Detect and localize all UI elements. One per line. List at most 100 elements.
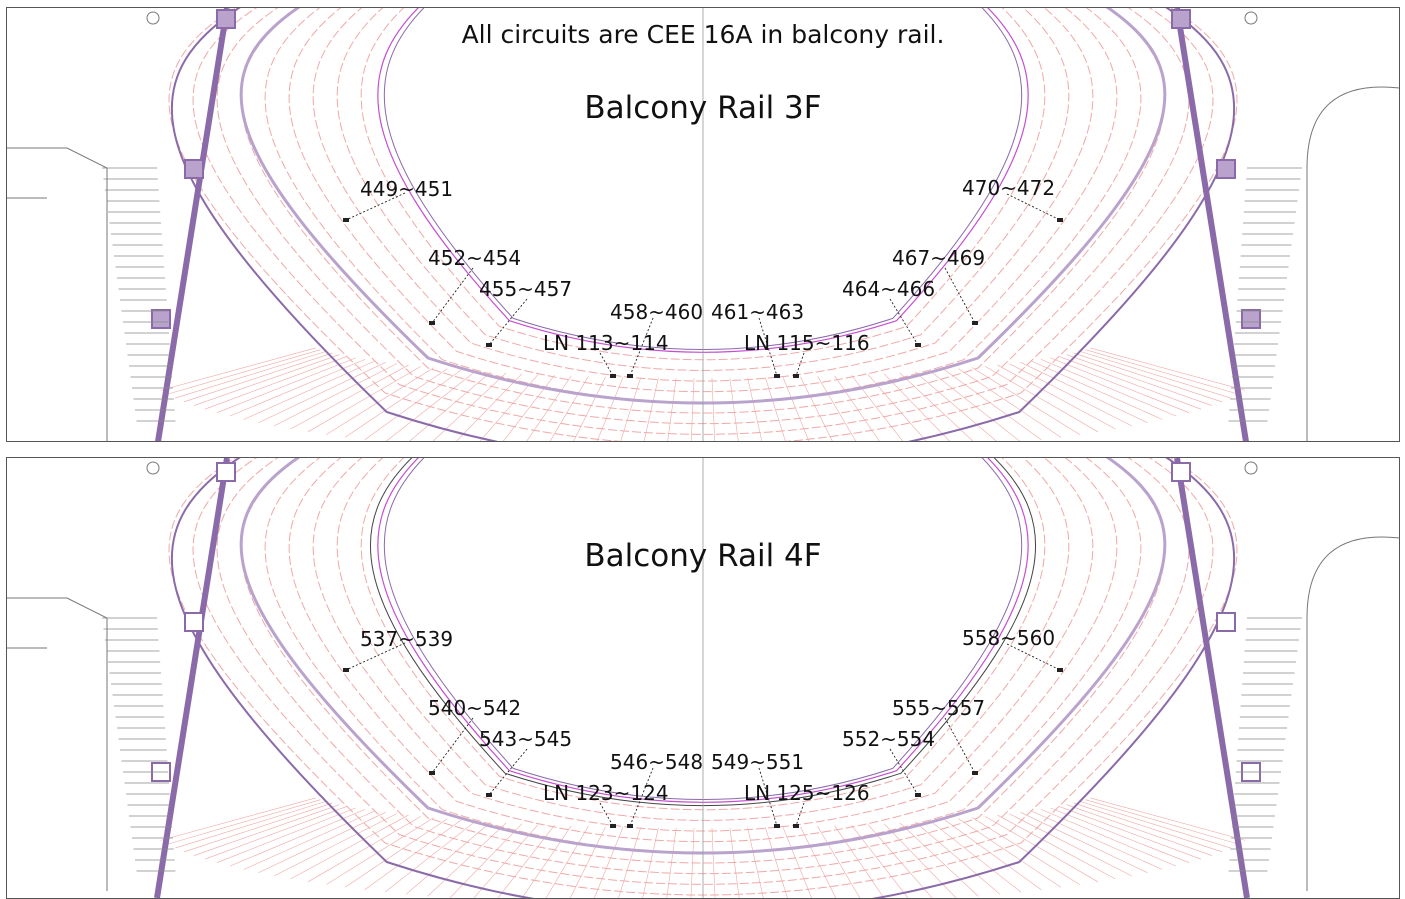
seat-aisle: [364, 819, 462, 890]
seat-aisle: [549, 376, 589, 441]
seat-aisle: [1040, 809, 1177, 867]
circuit-label-3f-467: 467~469: [892, 246, 986, 270]
seat-aisle: [711, 377, 716, 441]
seat-aisle: [364, 369, 462, 440]
floor-plan-4f: [7, 458, 1399, 898]
seat-aisle: [344, 368, 448, 438]
circuit-label-3f-452: 452~454: [428, 246, 522, 270]
seat-aisle: [193, 804, 340, 856]
seat-aisle: [929, 820, 1022, 893]
leader-line: [889, 748, 919, 796]
seat-aisle: [384, 820, 477, 893]
seat-aisle: [1066, 804, 1213, 856]
circuit-point: [343, 668, 349, 672]
leader-line: [944, 717, 976, 774]
seat-row: [192, 458, 1214, 885]
seat-aisle: [409, 371, 492, 441]
seat-aisle: [1020, 812, 1148, 874]
circuit-label-3f-455: 455~457: [479, 277, 573, 301]
panel-title-4f: Balcony Rail 4F: [584, 538, 822, 574]
seat-aisle: [667, 377, 677, 441]
circuit-label-3f-470: 470~472: [962, 176, 1056, 200]
seat-aisle: [984, 816, 1099, 883]
seat-aisle: [729, 377, 739, 441]
seat-aisle: [385, 370, 477, 441]
column-box: [1216, 159, 1236, 179]
seat-aisle: [984, 366, 1099, 433]
circuit-point: [610, 374, 616, 378]
panel-title-3f: Balcony Rail 3F: [584, 90, 822, 126]
seat-aisle: [1030, 360, 1163, 420]
leader-line: [345, 642, 406, 671]
seat-row: [192, 8, 1214, 435]
seat-aisle: [643, 377, 659, 441]
outer-wall: [170, 8, 1236, 441]
seat-aisle: [184, 802, 333, 853]
circuit-point: [972, 771, 978, 775]
circuit-label-3f-ln113: LN 113~114: [543, 331, 669, 355]
seat-aisle: [1050, 357, 1190, 413]
seat-aisle: [971, 817, 1080, 885]
seat-aisle: [914, 821, 1001, 895]
leader-line: [345, 192, 406, 221]
circuit-label-3f-458: 458~460: [610, 300, 704, 324]
leader-line: [599, 352, 614, 377]
seat-aisle: [800, 376, 833, 441]
leader-line: [431, 717, 474, 774]
seat-aisle: [405, 821, 492, 895]
seat-aisle: [618, 827, 641, 898]
side-outline: [1306, 536, 1399, 891]
seat-aisle: [1050, 807, 1190, 863]
seat-aisle: [1058, 806, 1202, 860]
seat-aisle: [1079, 351, 1231, 399]
circuit-label-4f-549: 549~551: [711, 750, 805, 774]
seat-aisle: [914, 371, 997, 441]
circuit-point: [774, 374, 780, 378]
leader-line: [431, 267, 474, 324]
seat-aisle: [867, 824, 933, 898]
seat-aisle: [929, 370, 1021, 441]
leader-line: [488, 298, 528, 346]
seat-aisle: [307, 366, 422, 433]
circuit-point: [610, 824, 616, 828]
circuit-label-4f-ln123: LN 123~124: [543, 781, 669, 805]
circuit-point: [793, 824, 799, 828]
seat-aisle: [800, 826, 837, 898]
circuit-label-4f-ln125: LN 125~126: [744, 781, 870, 805]
seat-aisle: [307, 816, 422, 883]
seat-aisle: [883, 823, 957, 898]
seat-aisle: [1058, 356, 1202, 410]
marker-circle: [1244, 461, 1258, 475]
leader-line: [795, 352, 805, 377]
seat-aisle: [594, 827, 624, 898]
seat-aisle: [229, 809, 366, 867]
circuit-label-3f-461: 461~463: [711, 300, 805, 324]
circuit-point: [627, 374, 633, 378]
seat-aisle: [274, 813, 397, 877]
seat-aisle: [782, 827, 812, 898]
balcony-rail-3f-panel: All circuits are CEE 16A in balcony rail…: [6, 7, 1400, 442]
outer-wall: [170, 458, 1236, 898]
column-box: [1171, 462, 1191, 482]
side-column: [1174, 458, 1250, 898]
seat-aisle: [642, 827, 659, 898]
circuit-point: [429, 321, 435, 325]
seat-aisle: [456, 373, 523, 441]
column-box: [1241, 309, 1261, 329]
seat-aisle: [204, 356, 348, 410]
side-outline: [1306, 86, 1399, 441]
column-box: [216, 462, 236, 482]
circuit-label-4f-546: 546~548: [610, 750, 704, 774]
leader-line: [795, 802, 805, 827]
seat-aisle: [620, 377, 641, 441]
seat-aisle: [216, 807, 356, 863]
circuit-point: [915, 793, 921, 797]
seat-aisle: [1073, 352, 1222, 403]
seat-aisle: [344, 818, 448, 888]
seat-aisle: [690, 377, 695, 441]
seat-aisle: [958, 368, 1062, 438]
seat-aisle: [1030, 810, 1163, 870]
circuit-label-4f-555: 555~557: [892, 696, 986, 720]
marker-circle: [146, 461, 160, 475]
leader-line: [944, 267, 976, 324]
